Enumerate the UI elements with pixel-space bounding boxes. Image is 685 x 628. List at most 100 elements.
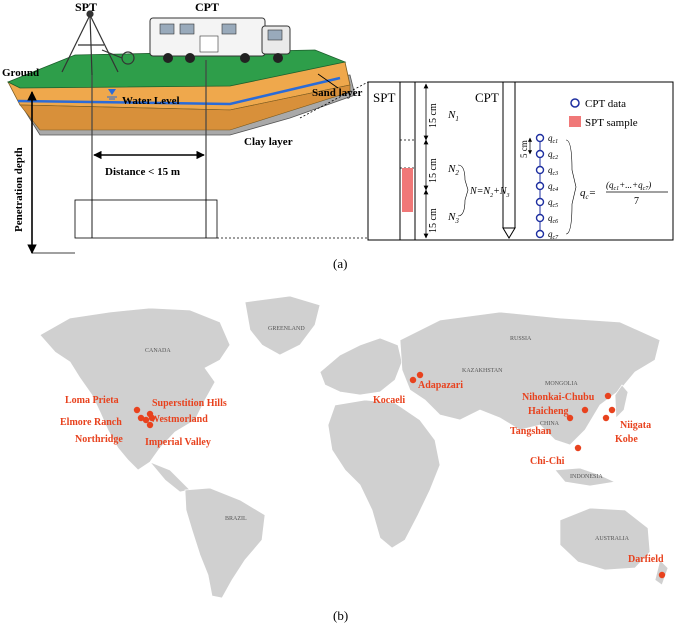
cpt-data-point (535, 197, 545, 207)
legend-spt-swatch (569, 116, 581, 127)
earthquake-label: Darfield (628, 554, 664, 565)
earthquake-marker (574, 444, 582, 452)
region-label-canada: CANADA (145, 348, 171, 354)
n-formula: N=N2+N3 (469, 186, 510, 199)
region-label-mongolia: MONGOLIA (545, 381, 578, 387)
legend-cpt-text: CPT data (585, 98, 626, 110)
cpt-data-point (535, 133, 545, 143)
distance-label: Distance < 15 m (105, 166, 180, 178)
legend-spt-text: SPT sample (585, 117, 638, 129)
detail-spt-header: SPT (373, 90, 395, 105)
region-label-brazil: BRAZIL (225, 516, 247, 522)
spacing-label-3: 15 cm (428, 208, 439, 233)
cpt-spacing-label: 5 cm (519, 140, 529, 158)
earthquake-marker (148, 414, 156, 422)
cpt-data-label: qc3 (548, 165, 558, 177)
cpt-data-point (535, 229, 545, 239)
earthquake-marker (608, 406, 616, 414)
cpt-data-label: qc4 (548, 181, 558, 193)
legend-cpt-marker (570, 98, 580, 108)
detail-panel: SPT CPT 15 cm 15 cm 15 cm N1 N2 N3 N=N2+… (367, 81, 674, 241)
cpt-data-label: qc7 (548, 229, 559, 241)
earthquake-marker (602, 414, 610, 422)
qc-mean-left: qc= (580, 187, 596, 201)
earthquake-marker (133, 406, 141, 414)
earthquake-label: Kocaeli (373, 395, 405, 406)
water-level-label: Water Level (122, 95, 180, 107)
japan-landmass (614, 384, 629, 419)
qc-mean-denominator: 7 (634, 196, 639, 207)
cpt-data-point (535, 181, 545, 191)
earthquake-label: Kobe (615, 434, 638, 445)
region-label-kazakhstan: KAZAKHSTAN (462, 368, 503, 374)
spacing-label-1: 15 cm (428, 103, 439, 128)
cpt-label: CPT (195, 0, 219, 14)
ground-label: Ground (2, 67, 39, 79)
south-america-landmass (184, 487, 266, 599)
earthquake-marker (146, 421, 154, 429)
cpt-data-point (535, 149, 545, 159)
earthquake-label: Loma Prieta (65, 395, 119, 406)
cpt-data-point (535, 165, 545, 175)
earthquake-label: Elmore Ranch (60, 417, 122, 428)
detail-cpt-header: CPT (475, 90, 499, 105)
cpt-data-label: qc6 (548, 213, 558, 225)
asia-landmass (399, 311, 661, 446)
spacing-label-2: 15 cm (428, 158, 439, 183)
region-label-greenland: GREENLAND (268, 326, 305, 332)
world-map (39, 295, 669, 599)
spt-sample-bar (402, 168, 413, 212)
cpt-truck-icon (149, 17, 291, 63)
europe-landmass (319, 337, 403, 396)
water-level-line (17, 76, 341, 106)
spt-rig-icon (61, 10, 135, 76)
indonesia-landmass (554, 467, 617, 487)
earthquake-marker (416, 371, 424, 379)
cpt-data-label: qc2 (548, 149, 558, 161)
earthquake-label: Tangshan (510, 426, 552, 437)
region-label-china: CHINA (540, 421, 560, 427)
cpt-data-point (535, 213, 545, 223)
caption-b: (b) (333, 608, 348, 623)
n2-label: N2 (447, 163, 459, 177)
earthquake-label: Adapazari (418, 380, 463, 391)
earthquake-marker (604, 392, 612, 400)
cpt-cone-tip (502, 227, 516, 239)
detail-region-box (74, 199, 218, 239)
water-level-icon (107, 89, 117, 100)
earthquake-label: Westmorland (150, 414, 208, 425)
earthquake-marker (142, 416, 150, 424)
qc-mean-numerator: (qc1+...+qc7) (606, 180, 651, 192)
cpt-data-label: qc5 (548, 197, 558, 209)
penetration-depth-label: Penetration depth (13, 147, 25, 232)
earthquake-label: Chi-Chi (530, 456, 565, 467)
region-label-australia: AUSTRALIA (595, 536, 630, 542)
australia-landmass (559, 507, 651, 571)
region-label-russia: RUSSIA (510, 336, 532, 342)
region-label-indonesia: INDONESIA (570, 474, 603, 480)
earthquake-label: Imperial Valley (145, 437, 211, 448)
earthquake-label: Northridge (75, 434, 123, 445)
sand-layer-label: Sand layer (312, 87, 363, 99)
zoom-line-top (299, 81, 369, 119)
earthquake-label: Niigata (620, 420, 651, 431)
earthquake-marker (658, 571, 666, 579)
sand-layer-leader (317, 73, 339, 89)
africa-landmass (327, 399, 441, 549)
earthquake-label: Haicheng (528, 406, 569, 417)
earthquake-marker (137, 414, 145, 422)
region-labels: GREENLAND CANADA RUSSIA CHINA BRAZIL AUS… (145, 326, 630, 542)
n3-label: N3 (447, 211, 459, 225)
earthquake-marker (581, 406, 589, 414)
spt-label: SPT (75, 0, 97, 14)
greenland-landmass (244, 295, 321, 356)
panel-b: GREENLAND CANADA RUSSIA CHINA BRAZIL AUS… (30, 290, 685, 623)
earthquake-marker (409, 376, 417, 384)
caption-a: (a) (333, 256, 347, 271)
earthquake-label: Nihonkai-Chubu (522, 392, 595, 403)
n1-label: N1 (447, 109, 459, 123)
earthquake-marker (566, 414, 574, 422)
